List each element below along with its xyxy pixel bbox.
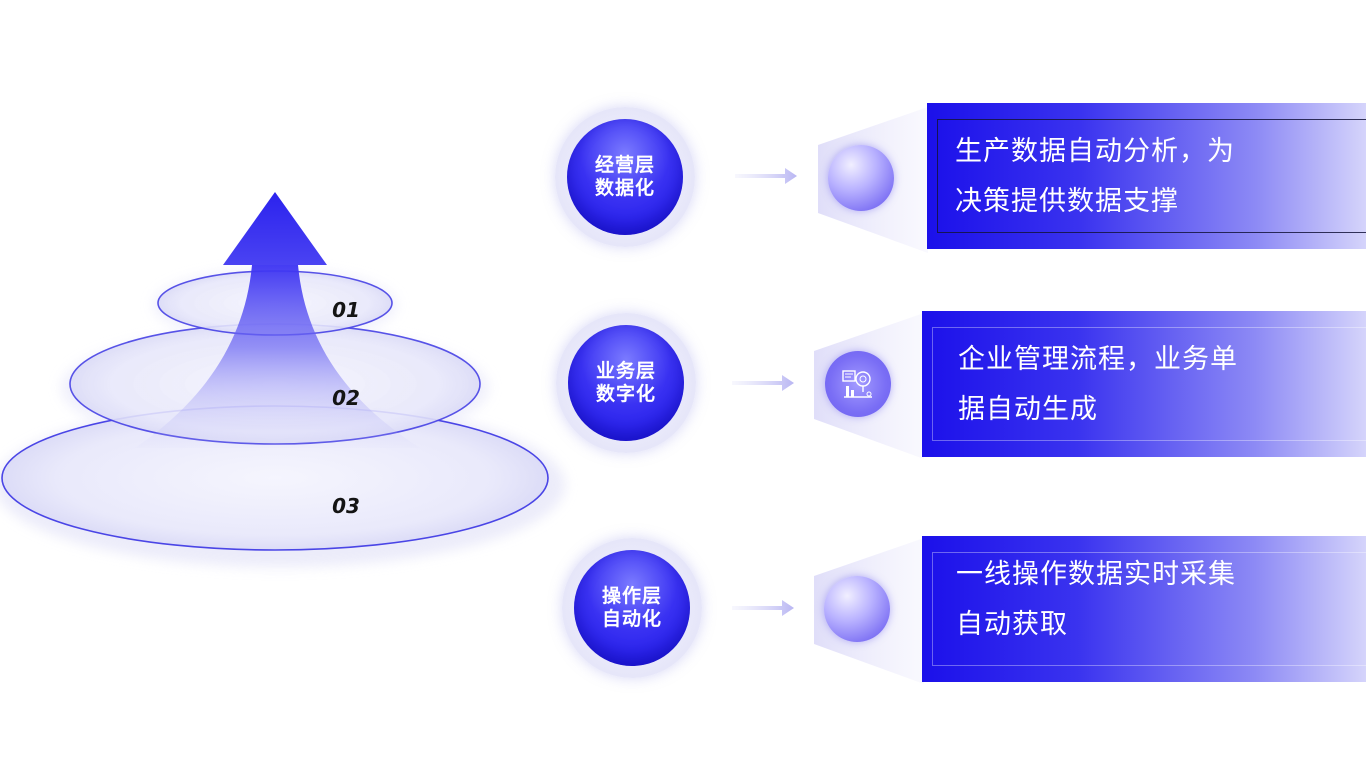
layer-circle-core: 操作层 自动化 <box>574 550 690 666</box>
description-line-2: 自动获取 <box>956 609 1068 640</box>
layer-circle-management: 经营层 数据化 <box>555 107 695 247</box>
layer-circle-core: 业务层 数字化 <box>568 325 684 441</box>
layer-circle-operation: 操作层 自动化 <box>562 538 702 678</box>
description-line-1: 企业管理流程，业务单 <box>958 344 1238 375</box>
tier-number-03: 03 <box>332 494 360 518</box>
arrow-beam <box>135 265 420 448</box>
layer-circle-business: 业务层 数字化 <box>556 313 696 453</box>
description-line-1: 一线操作数据实时采集 <box>956 559 1236 590</box>
arrow-right-icon <box>735 168 797 184</box>
description-panel-management: 生产数据自动分析，为 决策提供数据支撑 <box>927 103 1366 249</box>
panel-frame <box>937 119 1366 233</box>
tier-number-02: 02 <box>332 386 360 410</box>
description-line-1: 生产数据自动分析，为 <box>955 136 1235 167</box>
panel-frame <box>932 552 1366 666</box>
description-text: 企业管理流程，业务单 据自动生成 <box>958 335 1278 435</box>
layer-label: 操作层 自动化 <box>601 585 662 630</box>
description-panel-business: 企业管理流程，业务单 据自动生成 <box>922 311 1366 457</box>
sphere-icon <box>828 145 894 211</box>
layer-label: 经营层 数据化 <box>594 154 655 199</box>
description-text: 一线操作数据实时采集 自动获取 <box>956 550 1276 650</box>
description-line-2: 据自动生成 <box>958 394 1098 425</box>
arrow-right-icon <box>732 375 794 391</box>
sphere-icon <box>824 576 890 642</box>
description-text: 生产数据自动分析，为 决策提供数据支撑 <box>955 127 1275 227</box>
layer-circle-core: 经营层 数据化 <box>567 119 683 235</box>
description-line-2: 决策提供数据支撑 <box>955 186 1179 217</box>
workflow-device-glyph <box>842 370 872 398</box>
layer-label: 业务层 数字化 <box>595 360 656 405</box>
arrow-right-icon <box>732 600 794 616</box>
tier-number-01: 01 <box>332 298 360 322</box>
workflow-device-icon <box>825 351 891 417</box>
panel-frame <box>932 327 1366 441</box>
description-panel-operation: 一线操作数据实时采集 自动获取 <box>922 536 1366 682</box>
arrow-up-icon <box>223 192 327 265</box>
